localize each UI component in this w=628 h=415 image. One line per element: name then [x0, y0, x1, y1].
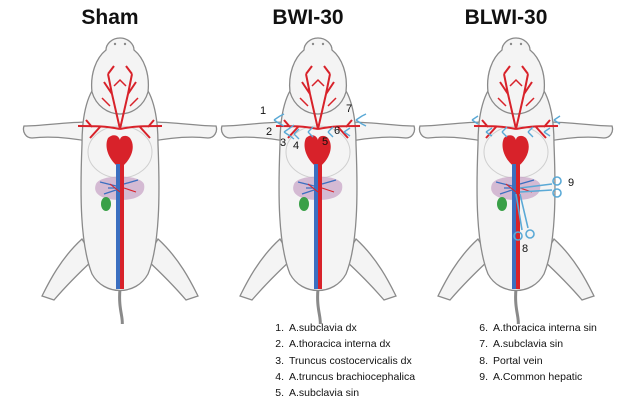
marker-9: 9	[568, 177, 574, 189]
marker-4: 4	[293, 140, 299, 152]
legend-item: 4.A.truncus brachiocephalica	[275, 370, 416, 383]
marker-6: 6	[334, 125, 340, 137]
legend-item: 8.Portal vein	[479, 354, 543, 367]
marker-3: 3	[280, 137, 286, 149]
rat-diagram-bwi-30: 1 2 3 4 5 6 7	[219, 36, 417, 324]
marker-2: 2	[266, 126, 272, 138]
rat-diagram-sham	[21, 36, 219, 324]
legend-item: 6.A.thoracica interna sin	[479, 322, 597, 334]
marker-1: 1	[260, 105, 266, 117]
legend-item: 3.Truncus costocervicalis dx	[275, 354, 412, 367]
legend-item: 5.A.subclavia sin	[275, 387, 360, 400]
legend-item: 9.A.Common hepatic	[479, 370, 583, 383]
panel-title-sham: Sham	[81, 6, 139, 29]
legend-item: 1.A.subclavia dx	[275, 322, 357, 334]
clamp-markers-upper	[273, 113, 367, 140]
legend-right: 6.A.thoracica interna sin 7.A.subclavia …	[470, 320, 597, 385]
marker-7: 7	[346, 103, 352, 115]
legend-item: 2.A.thoracica interna dx	[275, 338, 391, 351]
clamp-markers-upper	[471, 115, 561, 138]
marker-5: 5	[322, 136, 328, 148]
hemostat-clamp-8	[513, 193, 535, 241]
legend-left: 1.A.subclavia dx 2.A.thoracica interna d…	[266, 320, 415, 401]
hemostat-clamp-9	[519, 176, 562, 198]
panel-title-bwi-30: BWI-30	[272, 6, 344, 29]
marker-8: 8	[522, 243, 528, 255]
legend-item: 7.A.subclavia sin	[479, 338, 564, 351]
panel-title-blwi-30: BLWI-30	[464, 6, 548, 29]
rat-diagram-blwi-30: 9 8	[417, 36, 615, 324]
